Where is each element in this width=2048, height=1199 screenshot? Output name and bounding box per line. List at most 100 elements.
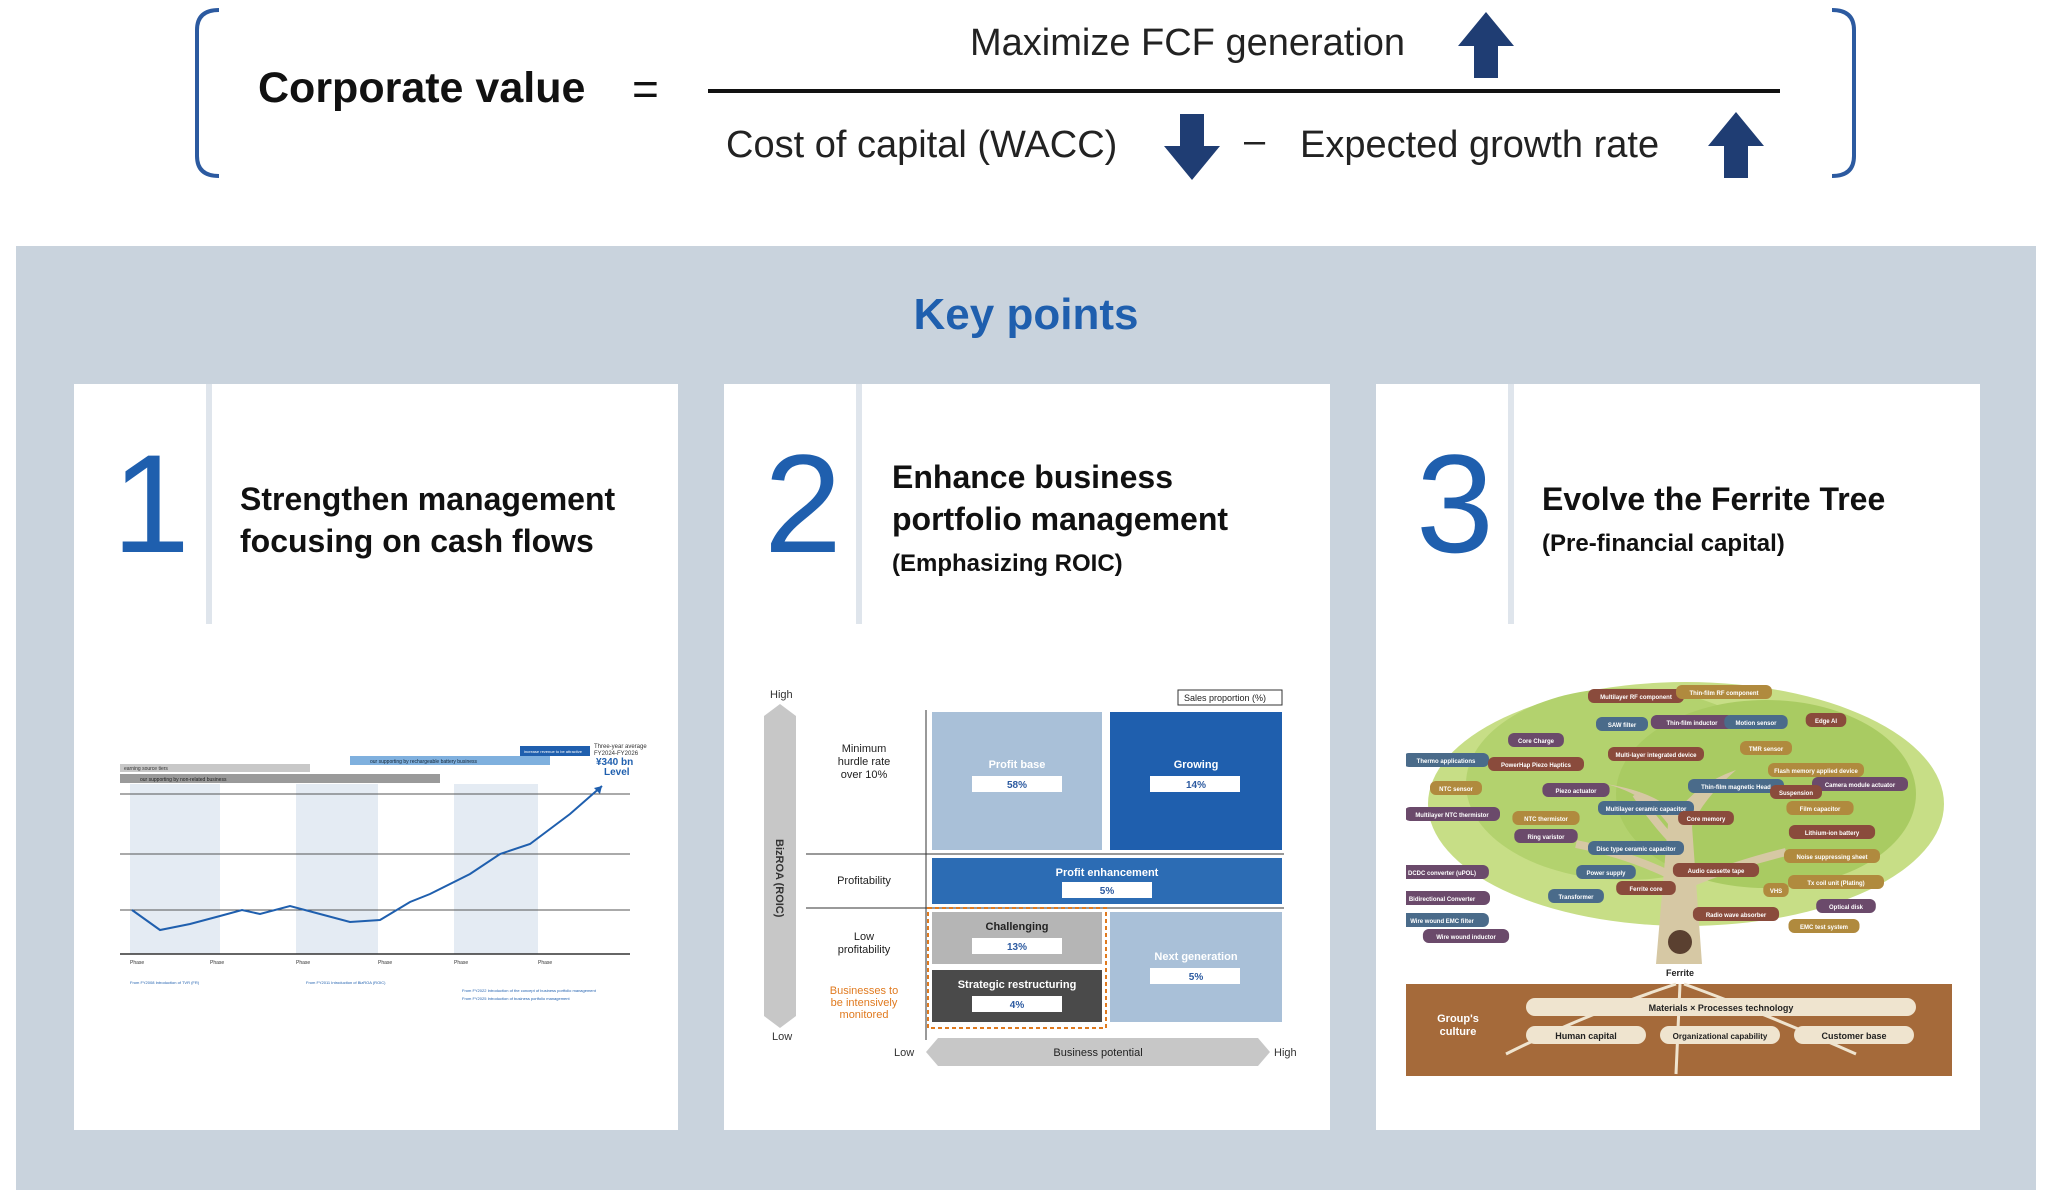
leaf-badge [1430,781,1482,795]
leaf-badge [1812,777,1908,791]
leaf-label: Disc type ceramic capacitor [1596,847,1676,853]
leaf-label: Ring varistor [1527,835,1565,841]
card-number: 1 [112,425,190,582]
corporate-value-label: Corporate value [258,64,586,112]
monitor-note: monitored [840,1009,889,1021]
leaf-badge [1542,783,1610,797]
leaf-badge [1548,889,1604,903]
leaf-badge [1406,891,1490,905]
leaf-badge [1576,865,1636,879]
leaf-label: Wire wound EMC filter [1410,919,1474,925]
leaf-label: Motion sensor [1735,721,1777,727]
card-title: Enhance business portfolio management [892,459,1229,537]
leaf-label: Camera module actuator [1825,783,1896,789]
phase-label: Phase [378,960,392,966]
y-axis-high: High [770,689,793,701]
cell-value: 4% [1010,1000,1025,1011]
legend-box [1177,689,1283,706]
leaf-label: Suspension [1779,791,1813,797]
leaf-badge [1406,807,1500,821]
leaf-label: Edge AI [1815,719,1837,725]
callout-text: Three-year average [594,744,647,750]
leaf-badge [1676,685,1772,699]
leaf-label: Bidirectional Converter [1409,897,1476,903]
card-title: Strengthen management focusing on cash f… [240,481,616,559]
phase-label: Phase [296,960,310,966]
leaf-badge [1488,757,1584,771]
row-label: Profitability [837,875,891,887]
leaf-label: Thin-film magnetic Head [1701,785,1771,791]
cell-name: Next generation [1154,951,1237,963]
leaf-label: Film capacitor [1800,807,1841,813]
card-subtitle: (Pre-financial capital) [1542,530,1785,557]
leaf-badge [1406,865,1489,879]
leaf-label: Radio wave absorber [1706,913,1767,919]
cell-name: Strategic restructuring [958,979,1077,991]
banner-text: our supporting by non-related business [140,777,227,783]
leaf-badge [1508,733,1564,747]
cell-value: 58% [1007,780,1027,791]
leaf-badge [1763,883,1789,897]
banner-text: earning source tiers [124,766,168,772]
down-arrow-icon [1164,114,1220,180]
milestone-text: From FY2011 Introduction of BizROA (ROIC… [306,980,386,985]
banner-text: our supporting by rechargeable battery b… [370,759,478,765]
leaf-badge [1724,715,1788,729]
up-arrow-icon [1708,112,1764,178]
milestone-text: From FY2008 Introduction of TVR (FR) [130,980,200,985]
leaf-label: NTC thermistor [1524,817,1568,823]
leaf-label: Piezo actuator [1555,789,1597,795]
left-bracket-icon [195,8,220,178]
card-number: 2 [764,425,842,582]
row-label: hurdle rate [838,756,891,768]
card-divider [1508,384,1514,624]
leaf-badge [1805,713,1847,727]
leaf-label: DCDC converter (uPOL) [1408,871,1476,877]
minus-sign: – [1244,120,1266,162]
leaf-badge [1608,747,1704,761]
leaf-label: TMR sensor [1749,747,1784,753]
x-axis-arrow [926,1038,1270,1066]
monitored-outline [927,907,1107,1029]
leaf-badge [1784,849,1880,863]
leaf-badge [1788,875,1884,889]
phase-label: Phase [538,960,552,966]
cell-value: 5% [1100,886,1115,897]
fraction-line [708,89,1780,93]
banner-bar [120,764,310,772]
leaf-label: Lithium-ion battery [1805,831,1860,837]
ferrite-tree-illustration: Ferrite Multilayer RF componentThin-film… [1406,682,1952,1076]
phase-label: Phase [210,960,224,966]
milestone-text: From FY2025 Introduction of business por… [462,996,571,1001]
leaf-badge [1672,863,1760,877]
row-label: over 10% [841,769,888,781]
key-points-title: Key points [913,290,1139,339]
leaf-badge [1678,811,1734,825]
card-divider [206,384,212,624]
key-point-card-3: 3 Evolve the Ferrite Tree (Pre-financial… [1376,384,1980,1130]
callout-text: FY2024-FY2026 [594,751,639,757]
leaf-label: NTC sensor [1439,787,1473,793]
leaf-badge [1786,801,1854,815]
phase-band [454,784,538,954]
leaf-label: Core memory [1687,817,1726,823]
leaf-label: Core Charge [1518,739,1555,745]
leaf-label: Thin-film inductor [1667,721,1719,727]
leaf-badge [1514,829,1578,843]
trunk-label: Ferrite [1666,968,1694,978]
leaf-badge [1588,689,1684,703]
leaf-badge [1598,801,1694,815]
x-axis-high: High [1274,1047,1297,1059]
card-number: 3 [1416,425,1494,582]
leaf-badge [1740,741,1792,755]
banner-text: increase revenue to be attractive [524,749,583,754]
leaf-label: Noise suppressing sheet [1796,855,1867,861]
y-axis-label: BizROA (ROIC) [773,839,785,918]
phase-band [130,784,220,954]
ground-capital-label: Organizational capability [1673,1032,1768,1041]
leaf-badge [1788,919,1860,933]
cell-value: 13% [1007,942,1027,953]
banner-bar [350,756,550,765]
